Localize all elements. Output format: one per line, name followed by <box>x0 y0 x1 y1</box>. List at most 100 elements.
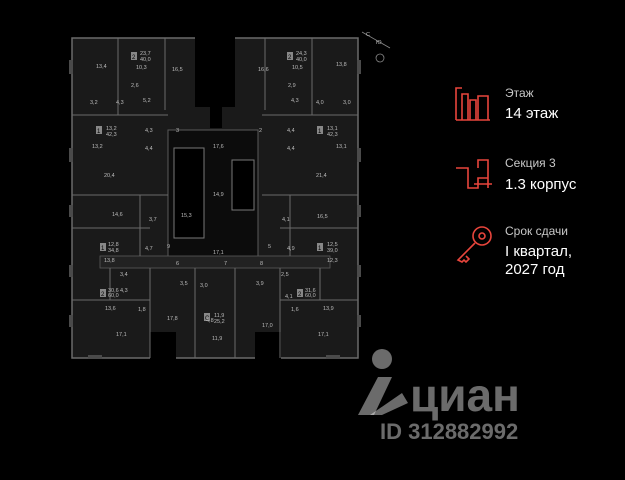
room-label: 13,4 <box>96 64 107 70</box>
badge: 1 <box>318 129 322 135</box>
room-label: 42,3 <box>106 132 117 138</box>
room-label: 10,3 <box>136 65 147 71</box>
section-value: 1.3 корпус <box>505 176 577 193</box>
cian-watermark: циан ID 312882992 <box>358 349 520 444</box>
room-label: 40,0 <box>296 57 307 63</box>
room-label: 4,7 <box>145 246 153 252</box>
badge: 2 <box>101 292 105 298</box>
room-label: 13,1 <box>336 144 347 150</box>
room-label: 2 <box>259 128 262 134</box>
room-label: 14,6 <box>112 212 123 218</box>
room-label: 6 <box>176 261 179 267</box>
room-label: 39,0 <box>327 248 338 254</box>
room-label: 3,0 <box>200 283 208 289</box>
room-label: 16,5 <box>317 214 328 220</box>
room-label: 13,9 <box>323 306 334 312</box>
room-label: 13,2 <box>106 126 117 132</box>
room-label: 3,2 <box>90 100 98 106</box>
room-label: 8 <box>260 261 263 267</box>
room-label: 17,1 <box>318 332 329 338</box>
room-label: 4,4 <box>287 128 295 134</box>
room-label: 4,3 <box>145 128 153 134</box>
room-label: 4,1 <box>285 294 293 300</box>
room-label: 42,3 <box>327 132 338 138</box>
badge: 2 <box>132 55 136 61</box>
badge: 1 <box>101 246 105 252</box>
room-label: 17,0 <box>262 323 273 329</box>
room-label: 24,3 <box>296 51 307 57</box>
room-label: 30,6 <box>108 288 119 294</box>
room-label: 4,4 <box>287 146 295 152</box>
room-label: 4,9 <box>287 246 295 252</box>
room-label: 16,6 <box>258 67 269 73</box>
floor-icon <box>455 87 490 121</box>
room-label: 23,7 <box>140 51 151 57</box>
room-label: 10,5 <box>292 65 303 71</box>
room-label: 3,4 <box>120 272 128 278</box>
deadline-label: Срок сдачи <box>505 224 568 238</box>
compass-south: Ю <box>376 40 382 46</box>
badge: 1 <box>97 129 101 135</box>
room-label: 9 <box>167 244 170 250</box>
room-label: 2,9 <box>288 83 296 89</box>
room-label: 7 <box>224 261 227 267</box>
room-label: 3,7 <box>149 217 157 223</box>
room-label: 31,6 <box>305 288 316 294</box>
listing-id: ID 312882992 <box>380 419 518 444</box>
cian-logo-icon <box>358 349 408 415</box>
room-label: 21,4 <box>316 173 327 179</box>
room-label: 40,0 <box>140 57 151 63</box>
room-label: 4,4 <box>145 146 153 152</box>
room-label: 1,6 <box>291 307 299 313</box>
room-label: 5 <box>268 244 271 250</box>
room-label: 13,1 <box>327 126 338 132</box>
room-label: 11,9 <box>212 336 222 342</box>
room-label: 12,5 <box>327 242 338 248</box>
room-label: 17,1 <box>213 250 224 256</box>
room-label: 3 <box>176 128 179 134</box>
room-label: 60,0 <box>108 293 119 299</box>
room-label: 11,9 <box>214 313 224 319</box>
key-icon <box>456 226 492 264</box>
room-label: 3,9 <box>256 281 264 287</box>
room-label: 17,6 <box>213 144 224 150</box>
room-label: 4,3 <box>116 100 124 106</box>
room-label: 14,9 <box>213 192 224 198</box>
floor-label: Этаж <box>505 86 534 100</box>
room-label: 4,0 <box>316 100 324 106</box>
section-icon <box>456 159 492 189</box>
room-label: 13,8 <box>336 62 347 68</box>
badge: 2 <box>298 292 302 298</box>
compass-north: С <box>366 32 370 38</box>
room-label: 4,3 <box>120 288 128 294</box>
room-label: 1,8 <box>138 307 146 313</box>
badge: 1 <box>318 246 322 252</box>
room-label: 3,5 <box>180 281 188 287</box>
room-label: 25,2 <box>214 319 225 325</box>
deadline-value-1: I квартал, <box>505 243 573 260</box>
room-label: 15,3 <box>181 213 192 219</box>
room-label: 13,2 <box>92 144 103 150</box>
badge: С <box>205 316 210 322</box>
room-label: 12,8 <box>108 242 119 248</box>
room-label: 12,3 <box>327 258 338 264</box>
room-label: 4,8 <box>206 318 214 324</box>
room-label: 34,8 <box>108 248 119 254</box>
deadline-value-2: 2027 год <box>505 261 565 278</box>
section-label: Секция 3 <box>505 156 556 170</box>
room-label: 13,8 <box>104 258 115 264</box>
room-label: 2,5 <box>281 272 289 278</box>
room-label: 16,5 <box>172 67 183 73</box>
room-label: 4,3 <box>291 98 299 104</box>
room-label: 2,6 <box>131 83 139 89</box>
room-label: 5,2 <box>143 98 151 104</box>
compass: С Ю <box>361 31 391 63</box>
room-label: 4,1 <box>282 217 290 223</box>
room-label: 13,6 <box>105 306 116 312</box>
floor-value: 14 этаж <box>505 105 559 122</box>
room-label: 17,1 <box>116 332 127 338</box>
room-label: 20,4 <box>104 173 115 179</box>
room-label: 17,8 <box>167 316 178 322</box>
badge: 2 <box>288 55 292 61</box>
